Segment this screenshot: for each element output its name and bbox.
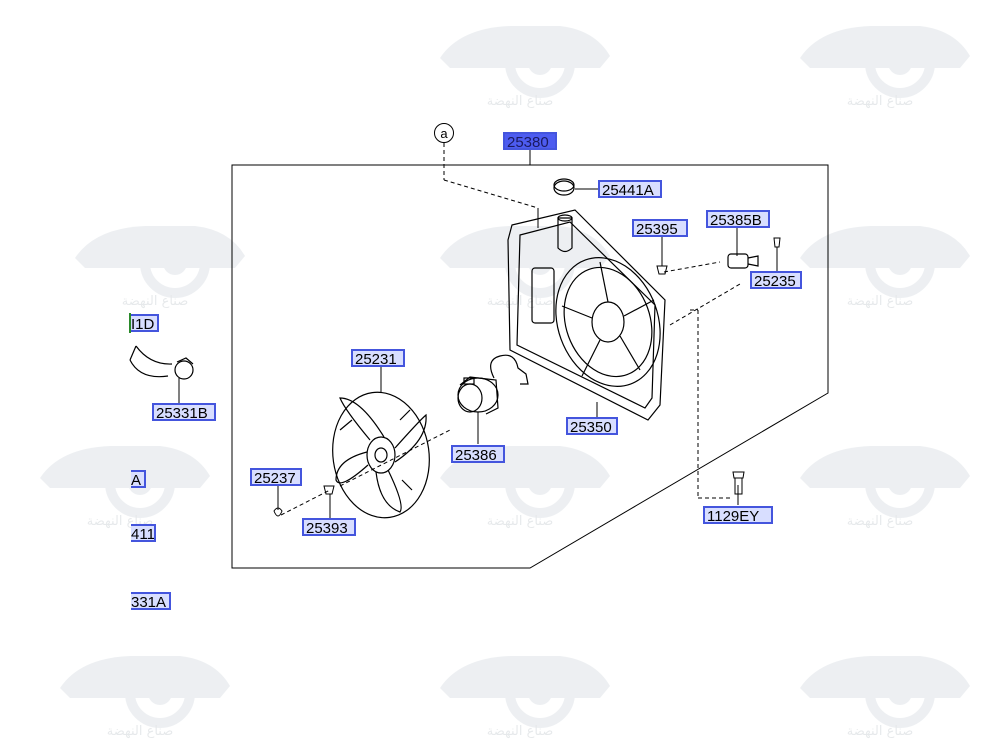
part-label-25331B[interactable]: 25331B (152, 403, 216, 421)
watermark-text: صناع النهضة (846, 514, 914, 529)
part-label-25231[interactable]: 25231 (351, 349, 405, 367)
watermark-text: صناع النهضة (121, 294, 189, 309)
fan-shroud (507, 209, 666, 421)
watermark-logo: صناع النهضة (420, 638, 620, 748)
watermark-logo: صناع النهضة (780, 208, 980, 318)
watermark-logo: صناع النهضة (40, 638, 240, 748)
nut-25237 (273, 507, 283, 517)
part-label-25235[interactable]: 25235 (750, 271, 802, 289)
part-label-25385B[interactable]: 25385B (706, 210, 770, 228)
assembly-frame (231, 164, 829, 569)
watermark-logo: صناع النهضة (780, 8, 980, 118)
part-label-edge-3[interactable]: 411 (131, 524, 156, 542)
callout-a: a (434, 123, 454, 143)
clip-25393 (323, 485, 335, 495)
screw-25235 (773, 237, 781, 248)
part-label-25441A[interactable]: 25441A (598, 180, 662, 198)
fan-motor (457, 354, 529, 415)
part-label-25395[interactable]: 25395 (632, 219, 688, 237)
clip-25395 (656, 265, 668, 275)
bolt-1129EY (732, 471, 745, 495)
watermark-text: صناع النهضة (846, 724, 914, 739)
fan-blade (332, 391, 430, 519)
part-label-25237[interactable]: 25237 (250, 468, 302, 486)
hose-part (129, 345, 194, 380)
watermark-text: صناع النهضة (486, 94, 554, 109)
part-label-1129EY[interactable]: 1129EY (703, 506, 773, 524)
watermark-logo: صناع النهضة (55, 208, 255, 318)
watermark-text: صناع النهضة (106, 724, 174, 739)
watermark-logo: صناع النهضة (420, 8, 620, 118)
watermark-text: صناع النهضة (846, 94, 914, 109)
part-label-25380[interactable]: 25380 (503, 132, 557, 150)
watermark-logo: صناع النهضة (780, 428, 980, 538)
sensor-25385B (727, 253, 759, 269)
part-label-edge-2[interactable]: A (131, 470, 146, 488)
part-label-edge-1[interactable]: I1D (131, 314, 159, 332)
watermark-text: صناع النهضة (486, 724, 554, 739)
part-label-25393[interactable]: 25393 (302, 518, 356, 536)
cap-part (553, 178, 575, 196)
watermark-logo: صناع النهضة (780, 638, 980, 748)
watermark-text: صناع النهضة (486, 514, 554, 529)
part-label-edge-4[interactable]: 331A (131, 592, 171, 610)
part-label-25386[interactable]: 25386 (451, 445, 505, 463)
watermark-logo: صناع النهضة (420, 208, 620, 318)
watermark-text: صناع النهضة (486, 294, 554, 309)
part-label-25350[interactable]: 25350 (566, 417, 618, 435)
watermark-text: صناع النهضة (846, 294, 914, 309)
